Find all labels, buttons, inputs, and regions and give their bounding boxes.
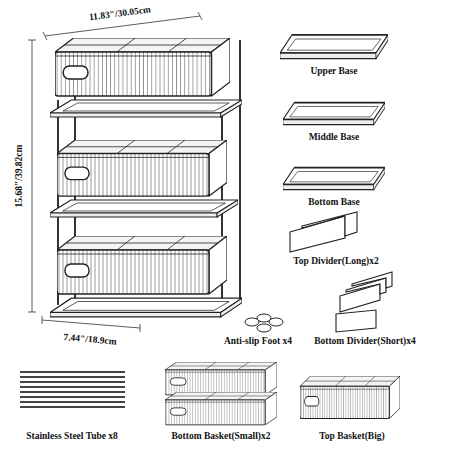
part-name: Upper Base xyxy=(308,66,359,77)
dimension-label: 7.44"/18.9cm xyxy=(61,332,119,348)
part-name: Stainless Steel Tube x8 xyxy=(24,431,120,442)
part-name: Anti-slip Foot x4 xyxy=(222,336,294,347)
dimension-label: 11.83"/30.05cm xyxy=(86,4,153,24)
dimension-label: 15.68"/39.82cm xyxy=(14,143,25,210)
part-name: Top Divider(Long)x2 xyxy=(291,256,380,267)
part-name: Bottom Basket(Small)x2 xyxy=(170,431,273,442)
part-name: Bottom Base xyxy=(306,197,361,208)
part-name: Top Basket(Big) xyxy=(317,431,386,442)
part-name: Middle Base xyxy=(307,132,361,143)
part-name: Bottom Divider(Short)x4 xyxy=(312,336,418,347)
